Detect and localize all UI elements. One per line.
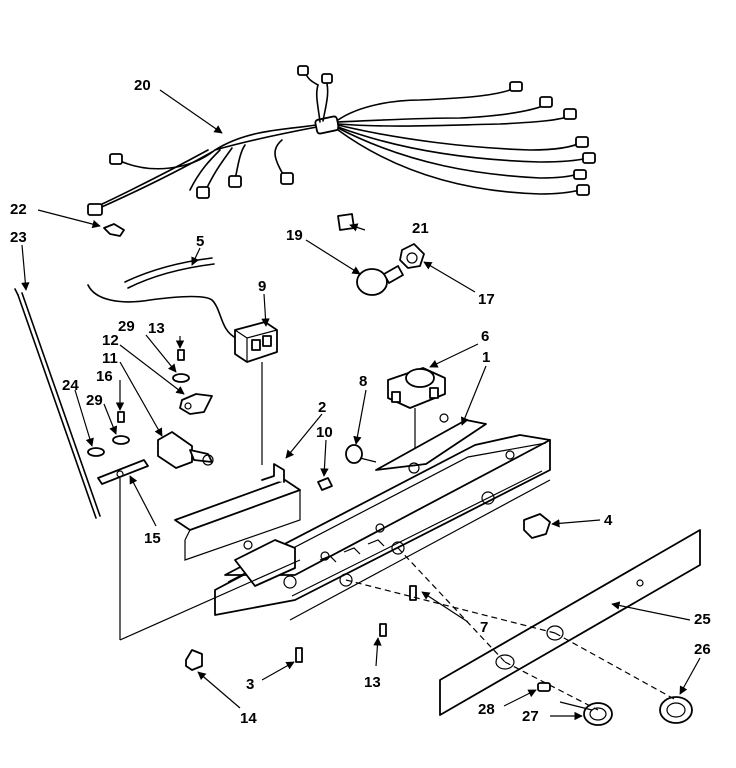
- callout-22: 22: [10, 201, 27, 218]
- screw-part-10: [317, 477, 333, 491]
- washer-part-29: [172, 373, 190, 383]
- screw-part-3: [295, 647, 303, 663]
- callout-24: 24: [62, 377, 79, 394]
- tube-part-5: [87, 257, 237, 339]
- knob-part-26: [659, 696, 693, 724]
- screw-part-13: [177, 349, 185, 361]
- assembly-lines: [119, 547, 677, 711]
- wire-harness-part-20: [87, 65, 596, 216]
- callout-labels: 20 22 23 5 21 19 17 9 6 1 8 2 10 29 13 1…: [10, 77, 711, 727]
- callout-3: 3: [246, 676, 254, 693]
- damper-part-11: [157, 431, 214, 469]
- callout-14: 14: [240, 710, 257, 727]
- clip-part-4: [523, 513, 551, 539]
- callout-26: 26: [694, 641, 711, 658]
- callout-29a: 29: [118, 318, 135, 335]
- knob-part-8: [345, 444, 377, 464]
- callout-8: 8: [359, 373, 367, 390]
- screw-part-7: [409, 585, 417, 601]
- callout-12: 12: [102, 332, 119, 349]
- callout-20: 20: [134, 77, 151, 94]
- knob-part-27: [559, 701, 613, 726]
- callout-17: 17: [478, 291, 495, 308]
- clip-part-22: [103, 223, 125, 237]
- callout-7: 7: [480, 619, 488, 636]
- callout-6: 6: [481, 328, 489, 345]
- clip-part-14: [185, 649, 203, 671]
- bulb-part-19: [356, 265, 404, 296]
- callout-9: 9: [258, 278, 266, 295]
- switch-part-9: [234, 321, 278, 465]
- callout-16: 16: [96, 368, 113, 385]
- bracket-part-15: [97, 459, 149, 640]
- callout-15: 15: [144, 530, 161, 547]
- leader-lines: [21, 89, 701, 721]
- washer-part-24: [87, 447, 105, 457]
- callout-13a: 13: [148, 320, 165, 337]
- callout-4: 4: [604, 512, 613, 529]
- callout-5: 5: [196, 233, 204, 250]
- callout-19: 19: [286, 227, 303, 244]
- callout-28: 28: [478, 701, 495, 718]
- screw-part-13b: [379, 623, 387, 637]
- bracket-part-2: [174, 463, 301, 561]
- callout-25: 25: [694, 611, 711, 628]
- callout-13b: 13: [364, 674, 381, 691]
- callout-10: 10: [316, 424, 333, 441]
- rod-part-23: [14, 288, 101, 519]
- callout-1: 1: [482, 349, 490, 366]
- clip-part-12: [179, 393, 213, 415]
- control-part-6: [387, 367, 446, 465]
- clip-part-28: [537, 682, 551, 692]
- screw-part-16: [117, 411, 125, 423]
- bracket-part-21: [337, 213, 355, 231]
- socket-part-17: [399, 243, 425, 269]
- callout-27: 27: [522, 708, 539, 725]
- callout-2: 2: [318, 399, 326, 416]
- callout-11: 11: [102, 350, 118, 367]
- housing-part-1: [214, 413, 551, 621]
- panel-part-25: [439, 529, 701, 716]
- callout-29b: 29: [86, 392, 103, 409]
- washer-part-29b: [112, 435, 130, 445]
- callout-23: 23: [10, 229, 27, 246]
- callout-21: 21: [412, 220, 429, 237]
